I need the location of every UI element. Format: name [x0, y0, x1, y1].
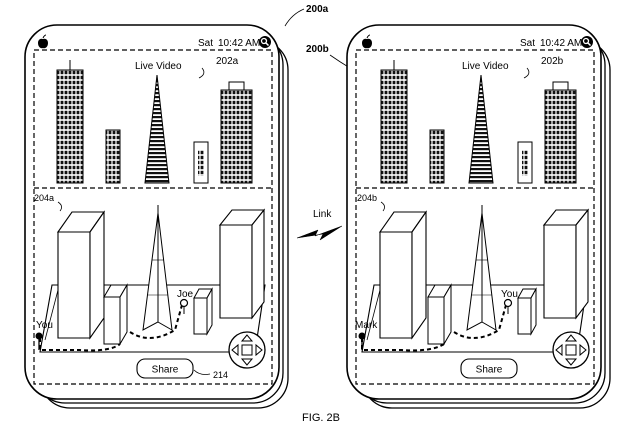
- marker-label-mark: Mark: [355, 320, 378, 331]
- marker-label-you: You: [36, 320, 53, 331]
- status-day: Sat: [520, 38, 535, 49]
- building: [194, 289, 212, 334]
- lightning-link-icon: [297, 226, 342, 240]
- status-time: 10:42 AM: [540, 38, 582, 49]
- status-day: Sat: [198, 38, 213, 49]
- building: [380, 212, 426, 338]
- live-video-label: Live Video: [135, 61, 182, 72]
- marker-label-you: You: [501, 289, 518, 300]
- link-label: Link: [313, 209, 332, 220]
- center-button[interactable]: [242, 345, 252, 355]
- ref-202b: 202b: [541, 56, 564, 67]
- share-button[interactable]: Share: [137, 359, 193, 378]
- center-button[interactable]: [566, 345, 576, 355]
- dpad-control[interactable]: [553, 332, 589, 368]
- ref-200a: 200a: [306, 4, 329, 15]
- live-video-label: Live Video: [462, 61, 509, 72]
- search-icon[interactable]: [259, 36, 271, 48]
- search-icon[interactable]: [581, 36, 593, 48]
- device-200a: Sat 10:42 AM Live Video 202a: [25, 25, 288, 408]
- building: [518, 289, 536, 334]
- ref-214: 214: [213, 370, 228, 380]
- dpad-control[interactable]: [229, 332, 265, 368]
- building: [104, 285, 127, 344]
- status-time: 10:42 AM: [218, 38, 260, 49]
- figure-label: FIG. 2B: [302, 412, 340, 424]
- marker-label-joe: Joe: [177, 289, 194, 300]
- building: [220, 210, 264, 318]
- share-button[interactable]: Share: [461, 359, 517, 378]
- building: [428, 285, 451, 344]
- ref-204a: 204a: [34, 193, 54, 203]
- share-button-label: Share: [476, 365, 503, 376]
- ref-202a: 202a: [216, 56, 239, 67]
- ref-204b: 204b: [357, 193, 377, 203]
- device-200b: Sat 10:42 AM Live Video 202b 204: [347, 25, 610, 408]
- building: [58, 212, 104, 338]
- ref-leader: [285, 9, 304, 26]
- ref-200b: 200b: [306, 44, 329, 55]
- building: [544, 210, 588, 318]
- share-button-label: Share: [152, 365, 179, 376]
